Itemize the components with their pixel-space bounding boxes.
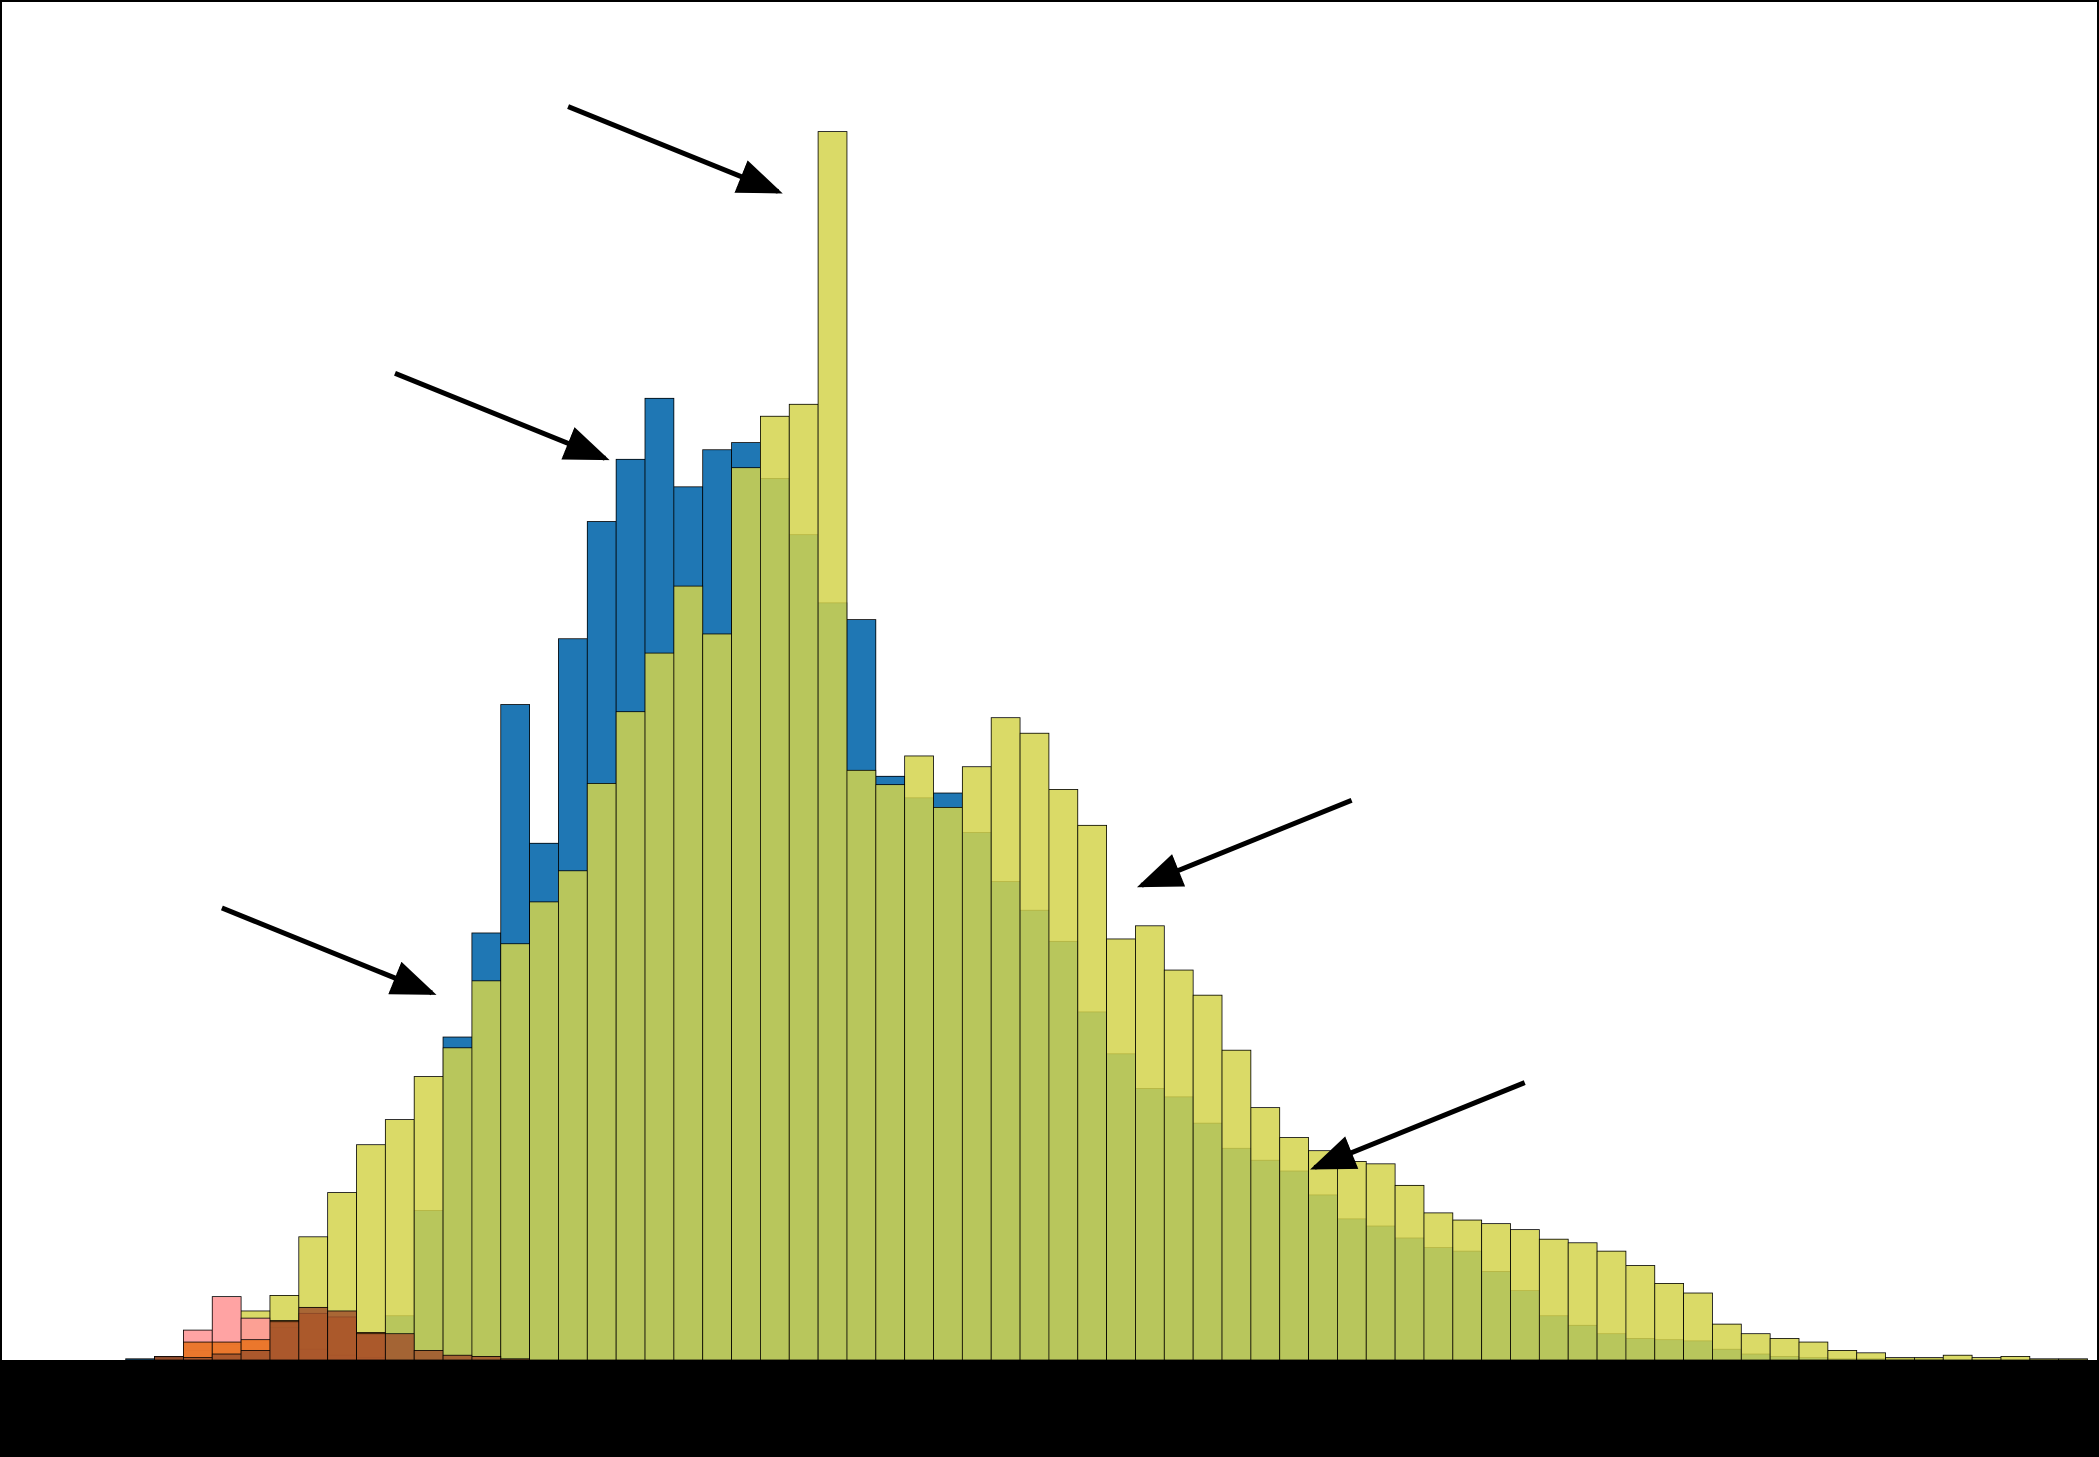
bar-yellow-34 bbox=[1048, 789, 1079, 1361]
bar-yellow-15 bbox=[500, 943, 531, 1361]
bar-yellow-63 bbox=[1885, 1357, 1915, 1361]
bar-yellow-11 bbox=[384, 1119, 415, 1361]
bar-blue-2 bbox=[125, 1358, 155, 1361]
bar-brown-7 bbox=[269, 1321, 300, 1361]
bar-yellow-19 bbox=[615, 711, 646, 1361]
bar-yellow-59 bbox=[1769, 1338, 1800, 1361]
annotation-arrow-4 bbox=[1136, 798, 1353, 888]
bar-yellow-26 bbox=[817, 131, 848, 1361]
bar-brown-13 bbox=[442, 1354, 473, 1361]
bar-yellow-47 bbox=[1423, 1212, 1454, 1361]
bar-yellow-31 bbox=[961, 766, 992, 1361]
bar-yellow-53 bbox=[1596, 1250, 1627, 1361]
bar-yellow-65 bbox=[1942, 1354, 1973, 1361]
bar-yellow-52 bbox=[1567, 1242, 1598, 1361]
bar-yellow-13 bbox=[442, 1047, 473, 1361]
bar-yellow-55 bbox=[1654, 1283, 1685, 1361]
bar-yellow-29 bbox=[904, 755, 934, 1361]
bar-yellow-61 bbox=[1827, 1350, 1858, 1361]
bar-yellow-33 bbox=[1019, 732, 1050, 1361]
bar-yellow-54 bbox=[1625, 1265, 1656, 1361]
bar-yellow-16 bbox=[529, 901, 559, 1361]
bar-yellow-64 bbox=[1914, 1357, 1944, 1361]
bar-yellow-49 bbox=[1481, 1223, 1511, 1361]
bar-yellow-60 bbox=[1798, 1341, 1829, 1361]
bar-yellow-44 bbox=[1337, 1161, 1367, 1361]
bar-yellow-35 bbox=[1077, 824, 1108, 1361]
bar-brown-8 bbox=[298, 1306, 329, 1361]
bar-yellow-32 bbox=[990, 717, 1021, 1361]
bar-brown-5 bbox=[211, 1353, 242, 1361]
bar-yellow-41 bbox=[1250, 1107, 1281, 1361]
bar-brown-14 bbox=[471, 1356, 502, 1361]
arrows-layer bbox=[220, 104, 1526, 1170]
bar-yellow-62 bbox=[1856, 1352, 1886, 1361]
bar-yellow-39 bbox=[1192, 994, 1223, 1361]
bar-yellow-50 bbox=[1510, 1229, 1540, 1361]
bar-yellow-12 bbox=[413, 1076, 444, 1361]
bar-yellow-21 bbox=[673, 585, 704, 1361]
bar-yellow-17 bbox=[558, 870, 588, 1361]
bar-brown-10 bbox=[356, 1333, 386, 1361]
bar-brown-3 bbox=[154, 1356, 184, 1361]
bar-yellow-30 bbox=[933, 806, 963, 1361]
bar-yellow-58 bbox=[1740, 1333, 1771, 1361]
bar-yellow-42 bbox=[1279, 1137, 1309, 1361]
bar-yellow-20 bbox=[644, 652, 675, 1361]
bar-yellow-68 bbox=[2029, 1358, 2060, 1361]
series-yellow bbox=[154, 131, 2088, 1361]
bar-yellow-45 bbox=[1365, 1163, 1396, 1361]
annotation-arrow-3 bbox=[220, 905, 437, 996]
bar-yellow-38 bbox=[1163, 969, 1194, 1361]
bar-yellow-36 bbox=[1106, 938, 1136, 1361]
bar-yellow-48 bbox=[1452, 1219, 1483, 1361]
bar-yellow-22 bbox=[702, 633, 732, 1361]
annotation-arrow-1 bbox=[567, 104, 783, 194]
bar-brown-15 bbox=[500, 1358, 531, 1361]
bar-yellow-27 bbox=[846, 769, 877, 1361]
bar-yellow-24 bbox=[760, 415, 790, 1361]
bar-yellow-46 bbox=[1394, 1184, 1425, 1361]
bottom-band bbox=[0, 1360, 2099, 1457]
bar-yellow-25 bbox=[788, 403, 819, 1361]
bar-brown-11 bbox=[384, 1333, 415, 1361]
series-brown bbox=[154, 1306, 531, 1361]
bar-yellow-14 bbox=[471, 980, 502, 1361]
bar-brown-12 bbox=[413, 1350, 444, 1361]
bar-yellow-40 bbox=[1221, 1049, 1252, 1361]
annotation-arrow-5 bbox=[1310, 1080, 1526, 1170]
bar-yellow-10 bbox=[356, 1144, 386, 1361]
bar-brown-9 bbox=[327, 1310, 357, 1361]
bar-brown-6 bbox=[240, 1350, 271, 1361]
bar-yellow-51 bbox=[1538, 1238, 1569, 1361]
bar-yellow-43 bbox=[1308, 1150, 1338, 1361]
bar-yellow-28 bbox=[875, 784, 906, 1361]
bars-layer bbox=[125, 131, 2088, 1361]
annotation-arrow-2 bbox=[394, 370, 610, 461]
bar-yellow-67 bbox=[2000, 1356, 2031, 1361]
bar-yellow-66 bbox=[1971, 1357, 2002, 1361]
bar-yellow-23 bbox=[731, 467, 761, 1361]
bar-yellow-69 bbox=[2058, 1358, 2088, 1361]
bar-yellow-56 bbox=[1683, 1292, 1713, 1361]
bar-brown-4 bbox=[182, 1357, 213, 1361]
bar-yellow-18 bbox=[586, 783, 617, 1361]
bar-yellow-57 bbox=[1712, 1323, 1742, 1361]
bar-yellow-37 bbox=[1135, 925, 1165, 1361]
